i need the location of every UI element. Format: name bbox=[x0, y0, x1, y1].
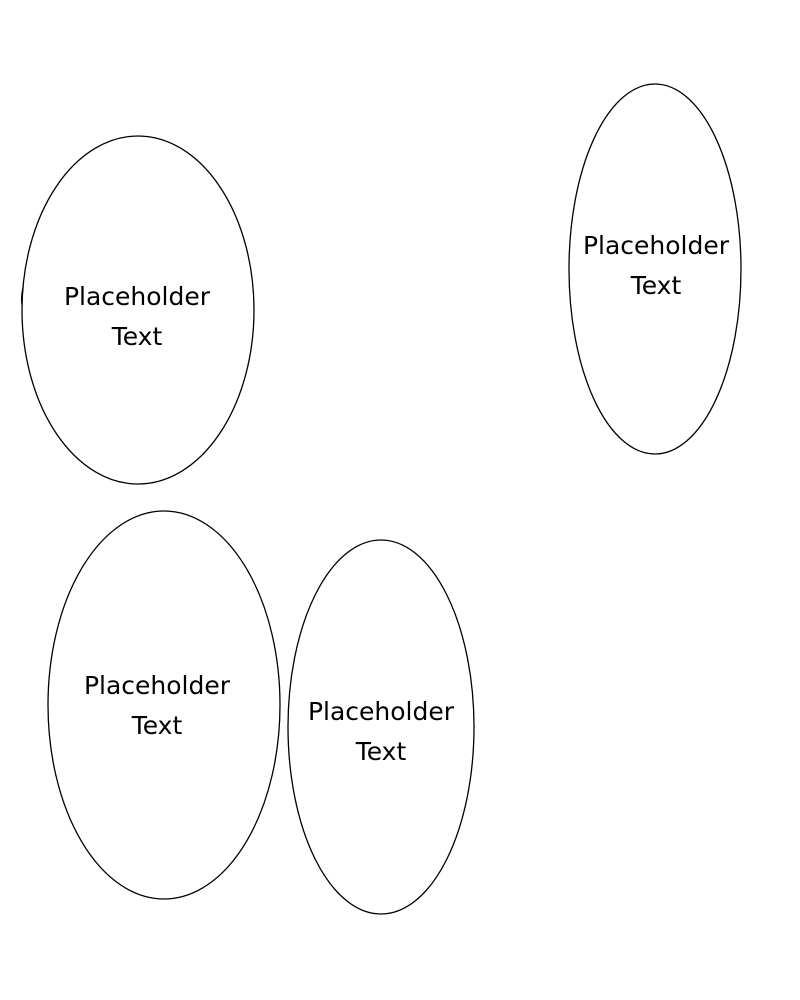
ellipse-shape bbox=[21, 135, 255, 485]
ellipse-shape bbox=[568, 83, 742, 455]
node-label-line-1: Placeholder bbox=[64, 282, 211, 311]
node-label-line-2: Text bbox=[630, 271, 682, 300]
node-label-line-2: Text bbox=[131, 711, 183, 740]
ellipse-node-3[interactable]: Placeholder Text bbox=[47, 510, 281, 900]
ellipse-node-2[interactable]: Placeholder Text bbox=[568, 83, 742, 455]
ellipse-node-1[interactable]: Placeholder Text bbox=[21, 135, 255, 485]
node-label-line-2: Text bbox=[355, 737, 407, 766]
ellipse-node-4[interactable]: Placeholder Text bbox=[287, 539, 475, 915]
ellipse-shape bbox=[287, 539, 475, 915]
node-label-line-1: Placeholder bbox=[583, 231, 730, 260]
node-label-line-1: Placeholder bbox=[84, 671, 231, 700]
node-label-line-1: Placeholder bbox=[308, 697, 455, 726]
node-label-line-2: Text bbox=[111, 322, 163, 351]
ellipse-shape bbox=[47, 510, 281, 900]
